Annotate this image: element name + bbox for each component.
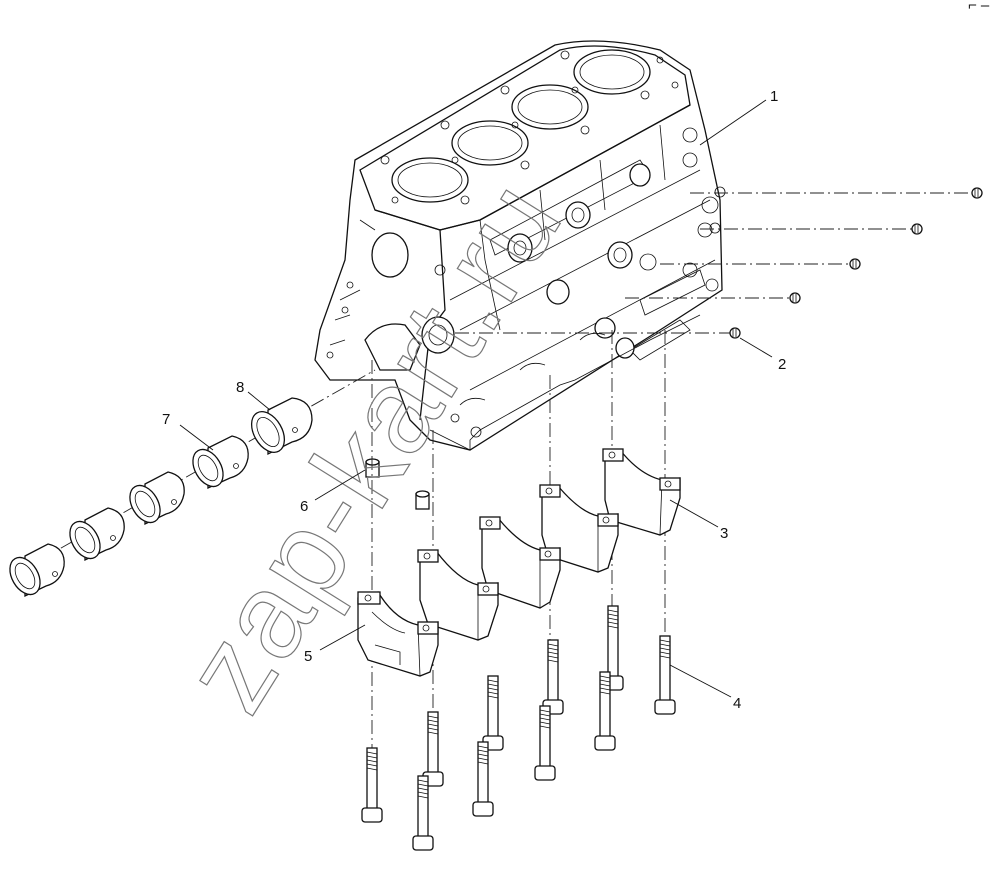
bolt-2 bbox=[422, 711, 444, 787]
cap-3 bbox=[479, 516, 561, 609]
corner-mark: ⌐ ‒ bbox=[968, 0, 990, 14]
plug-4 bbox=[789, 292, 801, 304]
bushing-8 bbox=[250, 397, 313, 456]
bushing-7c bbox=[69, 507, 125, 562]
callout-labels: 1 2 3 4 5 6 7 8 bbox=[162, 88, 786, 712]
cap-front bbox=[357, 591, 439, 677]
cam-bushings bbox=[9, 369, 376, 598]
cap-rear bbox=[602, 448, 681, 536]
bushing-7 bbox=[192, 435, 249, 490]
deck-holes bbox=[380, 50, 679, 205]
cylinder-block bbox=[314, 40, 726, 451]
callout-4: 4 bbox=[733, 695, 741, 712]
dowel-pins bbox=[365, 458, 430, 510]
plug-3 bbox=[849, 258, 861, 270]
callout-8: 8 bbox=[236, 379, 244, 396]
bolt-10 bbox=[654, 635, 676, 715]
bolt-4 bbox=[482, 675, 504, 751]
callout-5: 5 bbox=[304, 648, 312, 665]
callout-6: 6 bbox=[300, 498, 308, 515]
plug-5 bbox=[729, 327, 741, 339]
bushing-7d bbox=[9, 543, 65, 598]
callout-3: 3 bbox=[720, 525, 728, 542]
cap-4 bbox=[539, 484, 619, 573]
dowel-2 bbox=[415, 490, 430, 510]
bolt-5 bbox=[472, 741, 494, 817]
callout-leaders bbox=[179, 99, 773, 698]
callout-7: 7 bbox=[162, 411, 170, 428]
cap-2 bbox=[417, 549, 499, 641]
callout-2: 2 bbox=[778, 356, 786, 373]
dowel-1 bbox=[365, 458, 380, 478]
bolt-3 bbox=[412, 775, 434, 851]
bolt-9 bbox=[594, 671, 616, 751]
bushing-7b bbox=[129, 471, 185, 526]
main-bearing-bolts bbox=[361, 605, 676, 851]
callout-1: 1 bbox=[770, 88, 778, 105]
bolt-7 bbox=[534, 705, 556, 781]
bolt-1 bbox=[361, 747, 383, 823]
main-bearing-caps bbox=[357, 330, 681, 790]
bolt-6 bbox=[542, 639, 564, 715]
plug-1 bbox=[971, 187, 983, 199]
gallery-plugs bbox=[455, 187, 983, 339]
cylinder-bores bbox=[391, 49, 651, 203]
plug-2 bbox=[911, 223, 923, 235]
